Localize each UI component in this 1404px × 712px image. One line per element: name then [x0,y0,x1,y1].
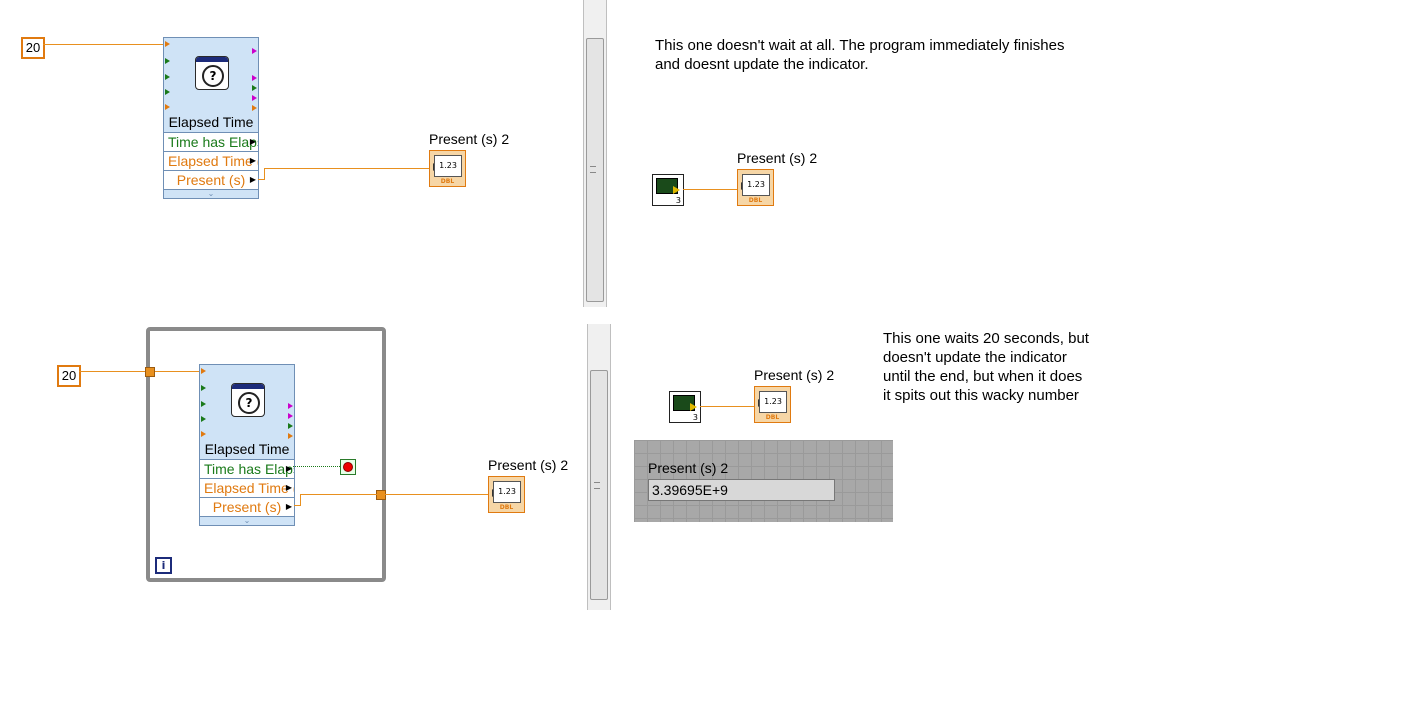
wire [264,168,430,169]
input-terminal [165,74,170,80]
output-present[interactable]: Present (s)▶ [200,497,294,516]
grip-icon [594,482,600,489]
stopwatch-icon: ? [195,56,229,90]
timing-vi-icon[interactable]: 3 [652,174,684,206]
grip-icon [590,166,596,173]
input-terminal [165,104,170,110]
elapsed-time-node[interactable]: ? Elapsed Time Time has Elaps▶ Elapsed T… [199,364,295,526]
output-terminal [252,48,257,54]
boolean-wire [293,466,340,467]
input-terminal [201,385,206,391]
terminal-arrow-icon: ▶ [249,156,256,165]
output-elapsed-time[interactable]: Elapsed Time (▶ [164,151,258,170]
splitter-bar[interactable] [583,0,607,307]
numeric-indicator[interactable]: 1.23 DBL [737,169,774,206]
terminal-arrow-icon: ▶ [285,483,292,492]
indicator-label: Present (s) 2 [737,150,818,166]
panel-indicator-label: Present (s) 2 [648,460,729,476]
output-terminal [288,433,293,439]
terminal-arrow-icon: ▶ [249,175,256,184]
indicator-label: Present (s) 2 [488,457,569,473]
numeric-constant[interactable]: 20 [57,365,81,387]
input-terminal [201,401,206,407]
splitter-bar[interactable] [587,324,611,610]
wire [294,505,301,506]
wire [700,406,755,407]
output-terminal [288,413,293,419]
indicator-label: Present (s) 2 [429,131,510,147]
output-terminal [252,105,257,111]
wire [258,179,265,180]
node-title: Elapsed Time [168,114,254,130]
input-terminal [201,416,206,422]
scroll-thumb[interactable] [590,370,608,600]
stop-condition-icon[interactable] [340,459,356,475]
wire [385,494,489,495]
input-tunnel[interactable] [145,367,155,377]
note-text: This one doesn't wait at all. The progra… [655,37,1065,73]
output-present[interactable]: Present (s)▶ [164,170,258,189]
input-terminal [201,431,206,437]
numeric-indicator[interactable]: 1.23 DBL [429,150,466,187]
output-elapsed-time[interactable]: Elapsed Time (▶ [200,478,294,497]
output-terminal [288,423,293,429]
output-terminal [252,95,257,101]
input-terminal [201,368,206,374]
timing-vi-icon[interactable]: 3 [669,391,701,423]
output-time-has-elapsed[interactable]: Time has Elaps▶ [164,132,258,151]
output-terminal [252,85,257,91]
numeric-constant[interactable]: 20 [21,37,45,59]
output-time-has-elapsed[interactable]: Time has Elaps▶ [200,459,294,478]
expand-chevron-icon[interactable]: ⌄ [164,189,258,198]
terminal-arrow-icon: ▶ [285,502,292,511]
wire [300,494,377,495]
indicator-label: Present (s) 2 [754,367,835,383]
stopwatch-icon: ? [231,383,265,417]
panel-numeric-indicator[interactable]: 3.39695E+9 [648,479,835,501]
wire [43,44,164,45]
wire [300,494,301,506]
input-terminal [165,41,170,47]
while-loop[interactable] [146,327,386,582]
wire [264,168,265,180]
expand-chevron-icon[interactable]: ⌄ [200,516,294,525]
elapsed-time-node[interactable]: ? Elapsed Time Time has Elaps▶ Elapsed T… [163,37,259,199]
numeric-indicator[interactable]: 1.23 DBL [754,386,791,423]
scroll-thumb[interactable] [586,38,604,302]
iteration-terminal: i [155,557,172,574]
note-text: This one waits 20 seconds, but doesn't u… [883,330,1089,404]
numeric-indicator[interactable]: 1.23 DBL [488,476,525,513]
output-tunnel[interactable] [376,490,386,500]
terminal-arrow-icon: ▶ [285,464,292,473]
output-terminal [252,75,257,81]
terminal-arrow-icon: ▶ [249,137,256,146]
output-terminal [288,403,293,409]
wire [79,371,200,372]
node-title: Elapsed Time [204,441,290,457]
input-terminal [165,58,170,64]
wire [683,189,738,190]
input-terminal [165,89,170,95]
